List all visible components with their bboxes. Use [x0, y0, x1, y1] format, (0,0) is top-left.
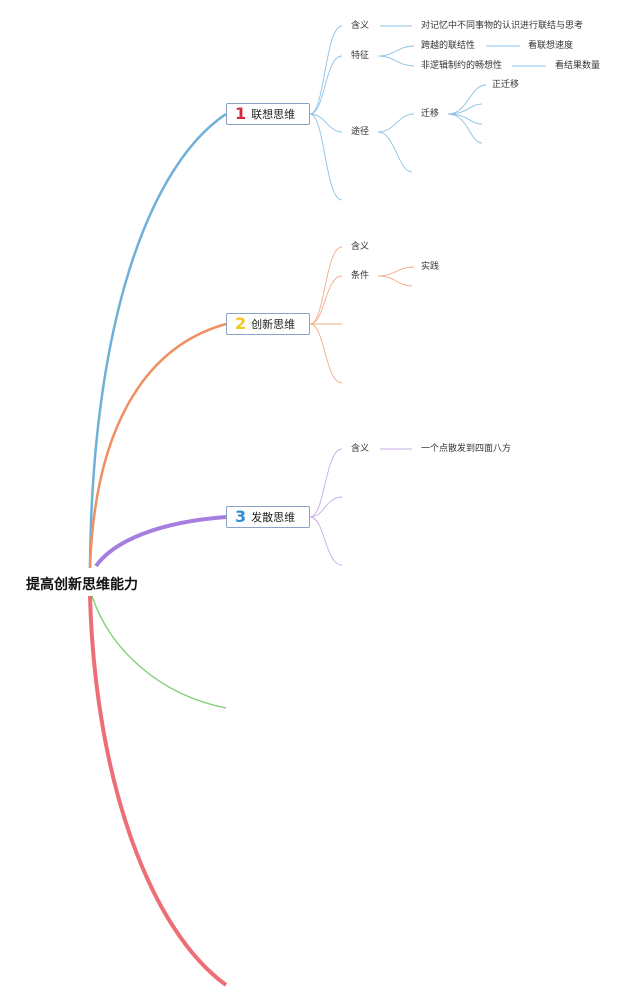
node-meaning-text[interactable]: 对记忆中不同事物的认识进行联结与思考 — [421, 21, 584, 31]
trunk-branch-4 — [91, 595, 227, 709]
node-feature-note[interactable]: 看联想速度 — [528, 41, 574, 51]
branch-title: 发散思维 — [251, 511, 296, 524]
trunk-branch-3 — [94, 515, 227, 568]
branch-number-3: 3 — [235, 507, 247, 526]
branch-number-1: 1 — [235, 104, 247, 123]
branch-box-associative-thinking[interactable]: 1 联想思维 — [226, 103, 310, 125]
branch-1-connectors — [309, 25, 546, 201]
node-condition-item[interactable]: 实践 — [421, 262, 440, 272]
node-meaning-label[interactable]: 含义 — [351, 21, 370, 31]
node-approach-label[interactable]: 途径 — [351, 127, 370, 137]
branch-title: 创新思维 — [251, 318, 296, 331]
branch-2-connectors — [309, 246, 415, 384]
node-meaning-label[interactable]: 含义 — [351, 444, 370, 454]
trunk-branch-5 — [88, 595, 228, 987]
node-meaning-label[interactable]: 含义 — [351, 242, 370, 252]
branch-box-divergent-thinking[interactable]: 3 发散思维 — [226, 506, 310, 528]
trunk-branch-2 — [88, 322, 227, 569]
branch-box-innovative-thinking[interactable]: 2 创新思维 — [226, 313, 310, 335]
branch-number-2: 2 — [235, 314, 247, 333]
node-approach-sub[interactable]: 正迁移 — [492, 80, 520, 90]
node-feature-note[interactable]: 看结果数量 — [555, 61, 601, 71]
node-approach-item[interactable]: 迁移 — [421, 109, 440, 119]
trunk-branch-1 — [88, 112, 227, 569]
node-feature-item[interactable]: 非逻辑制约的畅想性 — [421, 61, 503, 71]
branch-3-connectors — [309, 448, 412, 566]
node-meaning-text[interactable]: 一个点散发到四面八方 — [421, 444, 512, 454]
node-feature-item[interactable]: 跨越的联结性 — [421, 41, 476, 51]
branch-title: 联想思维 — [251, 108, 296, 121]
node-conditions-label[interactable]: 条件 — [351, 271, 370, 281]
root-title[interactable]: 提高创新思维能力 — [26, 577, 138, 593]
node-features-label[interactable]: 特征 — [351, 51, 370, 61]
